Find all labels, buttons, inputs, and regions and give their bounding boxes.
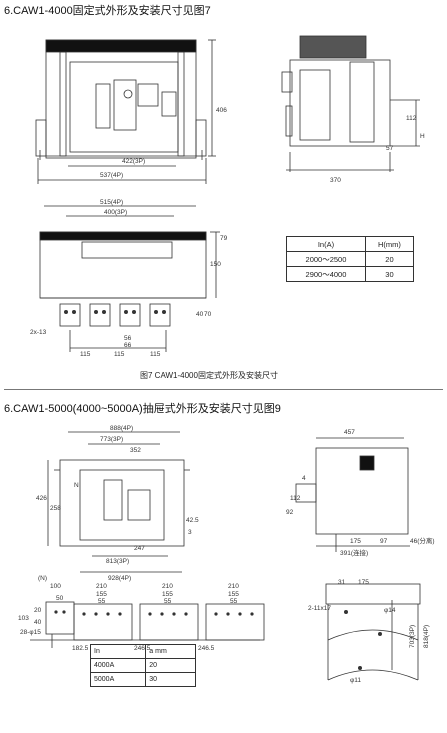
table-row: 2000～2500 20 — [286, 251, 415, 267]
front-view-fixed — [35, 39, 216, 184]
dim-50: 50 — [56, 595, 64, 602]
dim-175m: 175 — [358, 579, 369, 586]
dim-426: 426 — [36, 495, 47, 502]
dim-46: 46(分离) — [410, 536, 435, 545]
table-row: 5000A 30 — [89, 672, 196, 687]
section1-heading: 6.CAW1-4000固定式外形及安装尺寸见图7 — [4, 5, 211, 17]
dim-457: 457 — [344, 429, 355, 436]
dim-55c: 55 — [230, 598, 238, 605]
dim-400: 400(3P) — [104, 209, 127, 216]
dim-115b: 115 — [114, 351, 125, 358]
dim-hole: 2x-13 — [30, 329, 47, 336]
dim-42: 42.5 — [186, 517, 199, 524]
mounting-detail — [325, 583, 421, 681]
dim-phi11: φ11 — [350, 677, 361, 684]
table-cell: 2900～4000 — [286, 266, 366, 282]
dim-w4p: 537(4P) — [100, 172, 123, 179]
dim-55a: 55 — [98, 598, 106, 605]
table-row: 2900～4000 30 — [286, 266, 415, 282]
dim-352: 352 — [130, 447, 141, 454]
dim-247: 247 — [134, 545, 145, 552]
dim-112s: 112 — [290, 495, 301, 502]
dim-103: 103 — [18, 615, 29, 622]
table-header: In(A) — [286, 236, 366, 252]
dim-175s: 175 — [350, 538, 361, 545]
dim-depth: 370 — [330, 177, 341, 184]
table-header-row: In a mm — [89, 644, 196, 659]
dim-258: 258 — [50, 505, 61, 512]
section1-table: In(A) H(mm) 2000～2500 20 2900～4000 30 — [286, 236, 415, 282]
dim-813: 813(3P) — [106, 558, 129, 565]
section2-table: In a mm 4000A 20 5000A 30 — [89, 644, 196, 687]
table-header: a mm — [145, 644, 196, 659]
dim-155c: 155 — [228, 591, 239, 598]
figure-caption: 图7 CAW1-4000固定式外形及安装尺寸 — [140, 371, 278, 380]
dim-40b: 40 — [34, 619, 42, 626]
top-view-fixed — [39, 205, 220, 352]
table-row: 4000A 20 — [89, 658, 196, 673]
section2-heading: 6.CAW1-5000(4000~5000A)抽屉式外形及安装尺寸见图9 — [4, 403, 281, 415]
dim-N-paren: (N) — [38, 575, 47, 582]
table-cell: 4000A — [89, 658, 147, 673]
dim-391: 391(连接) — [340, 548, 368, 557]
dim-66: 66 — [124, 342, 132, 349]
table-header-row: In(A) H(mm) — [286, 236, 415, 252]
front-view-drawout — [47, 431, 190, 573]
dim-210a: 210 — [96, 583, 107, 590]
dim-115c: 115 — [150, 351, 161, 358]
dim-57: 57 — [386, 145, 394, 152]
dim-56: 56 — [124, 335, 132, 342]
dim-155a: 155 — [96, 591, 107, 598]
table-cell: 5000A — [89, 672, 147, 687]
dim-100: 100 — [50, 583, 61, 590]
section-divider — [4, 389, 443, 390]
dim-246b: 246.5 — [198, 645, 215, 652]
dim-N: N — [74, 482, 79, 489]
dim-703: 703(3P) — [409, 625, 416, 648]
dim-155b: 155 — [162, 591, 173, 598]
dim-888: 888(4P) — [110, 425, 133, 432]
dim-182: 182.5 — [72, 645, 89, 652]
side-view-fixed — [281, 35, 420, 172]
dim-height: 406 — [216, 107, 227, 114]
table-cell: 20 — [364, 251, 415, 267]
dim-3: 3 — [188, 529, 192, 536]
dim-phi14: φ14 — [384, 607, 396, 614]
table-cell: 30 — [145, 672, 196, 687]
dim-hole2: 28-φ15 — [20, 629, 41, 636]
dim-210c: 210 — [228, 583, 239, 590]
dim-928: 928(4P) — [108, 575, 131, 582]
dim-97: 97 — [380, 538, 388, 545]
dim-92: 92 — [286, 509, 294, 516]
bottom-view-drawout — [30, 601, 265, 648]
dim-55b: 55 — [164, 598, 172, 605]
dim-H: H — [420, 133, 425, 140]
dim-150: 150 — [210, 261, 221, 268]
dim-4: 4 — [302, 475, 306, 482]
dim-31: 31 — [338, 579, 346, 586]
dim-70: 70 — [204, 311, 212, 318]
dim-210b: 210 — [162, 583, 173, 590]
dim-20b: 20 — [34, 607, 42, 614]
table-header: In — [89, 644, 147, 659]
dim-40: 40 — [196, 311, 204, 318]
table-header: H(mm) — [364, 236, 415, 252]
dim-515: 515(4P) — [100, 199, 123, 206]
dim-hole3: 2-11x17 — [308, 605, 331, 612]
dim-115a: 115 — [80, 351, 91, 358]
side-view-drawout — [295, 437, 410, 552]
dim-818: 818(4P) — [423, 625, 430, 648]
dim-112: 112 — [406, 115, 417, 122]
dim-79: 79 — [220, 235, 228, 242]
table-cell: 30 — [364, 266, 415, 282]
table-cell: 2000～2500 — [286, 251, 366, 267]
dim-773: 773(3P) — [100, 436, 123, 443]
dim-w3p: 422(3P) — [122, 158, 145, 165]
table-cell: 20 — [145, 658, 196, 673]
